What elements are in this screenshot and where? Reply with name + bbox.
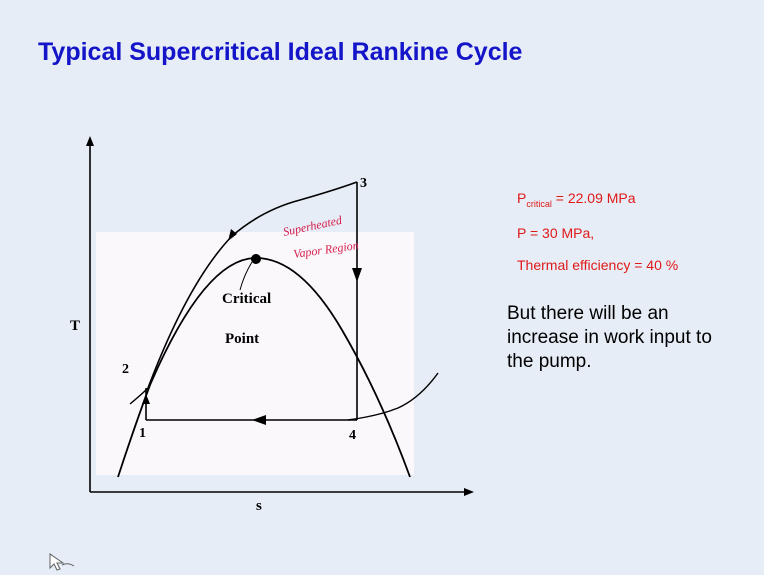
critical-pressure-symbol: P [517, 190, 527, 206]
critical-point-leader [239, 261, 253, 291]
axis-label-s: s [256, 498, 262, 514]
heating-process-line [147, 181, 358, 389]
mouse-pointer-icon [49, 553, 75, 571]
critical-pressure-value: = 22.09 MPa [551, 190, 636, 206]
state-label-3: 3 [360, 176, 367, 191]
superheated-vapor-line [347, 372, 439, 421]
expansion-direction-arrow [352, 268, 362, 282]
thermal-efficiency: Thermal efficiency = 40 % [517, 256, 679, 273]
pump-direction-arrow [142, 394, 150, 404]
critical-label-line2: Point [225, 331, 259, 347]
critical-pressure-subscript: critical [526, 198, 552, 209]
pump-work-note: But there will be an increase in work in… [507, 303, 712, 372]
axis-label-t: T [70, 318, 80, 334]
entropy-axis-arrowhead [464, 488, 474, 496]
heating-direction-arrow [228, 229, 237, 241]
critical-point-marker [251, 254, 261, 264]
critical-label-line1: Critical [222, 291, 271, 307]
compressed-liquid-line [129, 387, 149, 405]
diagram-panel [96, 232, 414, 475]
operating-pressure: P = 30 MPa, [517, 224, 595, 241]
parameter-list: Pcritical = 22.09 MPa P = 30 MPa, Therma… [517, 190, 678, 289]
temperature-axis-arrowhead [86, 136, 94, 146]
critical-pressure: Pcritical = 22.09 MPa [517, 190, 678, 209]
state-label-2: 2 [122, 362, 129, 377]
slide-title: Typical Supercritical Ideal Rankine Cycl… [38, 38, 523, 66]
condensation-direction-arrow [252, 415, 266, 425]
state-label-1: 1 [139, 426, 146, 441]
state-label-4: 4 [349, 428, 356, 443]
